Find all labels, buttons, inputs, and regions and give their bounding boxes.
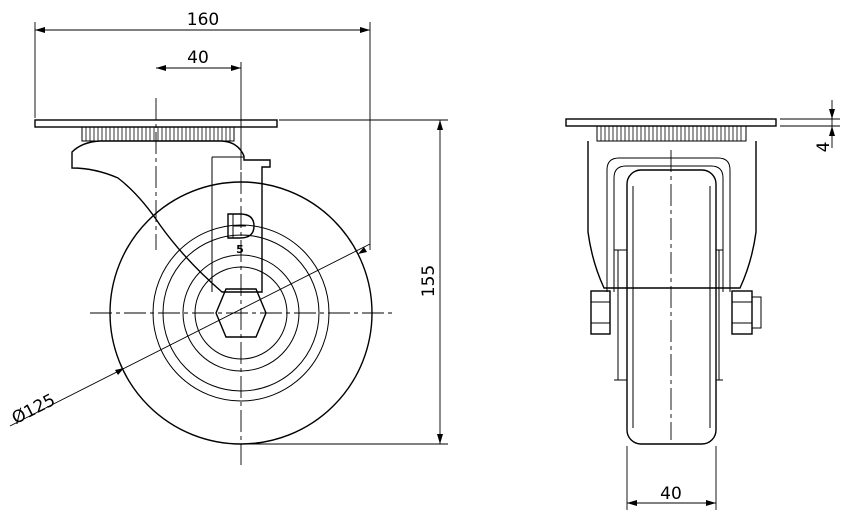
- dimension-40-top-label: 40: [187, 48, 209, 68]
- dimension-diameter-label: Ø125: [9, 390, 59, 429]
- dimension-40-bottom: [626, 446, 717, 510]
- front-bearing-ring: [596, 125, 747, 142]
- front-axle-nut-right: [731, 290, 762, 335]
- dimension-40-bottom-label: 40: [660, 484, 682, 504]
- fork-body: [71, 140, 271, 293]
- logo-number: 5: [236, 243, 244, 256]
- dimension-160-label: 160: [187, 10, 219, 30]
- logo-icon: [227, 213, 255, 239]
- front-fork-outer: [587, 141, 757, 289]
- front-top-plate: [565, 118, 777, 127]
- front-fork-legs: [606, 157, 731, 292]
- dimension-40-top: [156, 62, 242, 170]
- dimension-4: [780, 100, 840, 148]
- front-view: 4 40: [565, 100, 840, 510]
- bearing-ring: [81, 126, 235, 142]
- dimension-155-label: 155: [419, 265, 439, 297]
- side-view: 5 160 40 155: [9, 10, 448, 465]
- axle-nut: [215, 288, 267, 338]
- dimension-155: [241, 119, 448, 445]
- dimension-diameter: [9, 243, 371, 427]
- front-wheel: [614, 169, 723, 445]
- dimension-4-label: 4: [814, 142, 834, 153]
- front-axle-nut-left: [590, 290, 611, 335]
- dimension-160: [34, 22, 371, 250]
